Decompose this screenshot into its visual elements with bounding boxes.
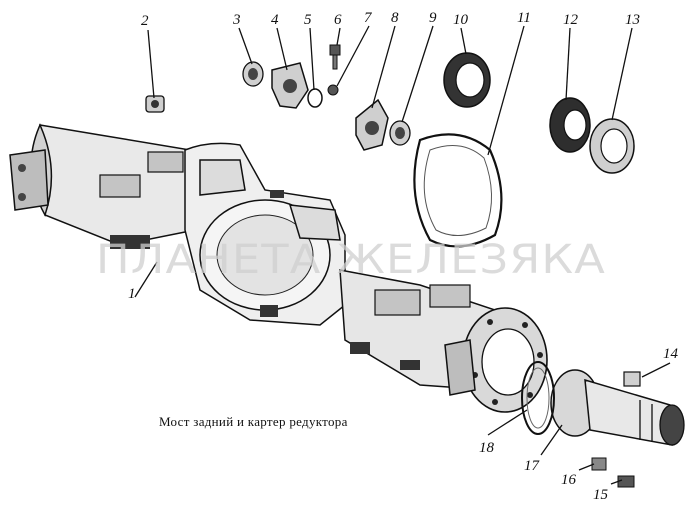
axle-housing — [9, 123, 548, 413]
callout-7: 7 — [364, 10, 373, 26]
callout-4: 4 — [271, 12, 279, 28]
bracket-8 — [355, 98, 389, 151]
bracket-4 — [271, 62, 309, 109]
gasket-18 — [521, 361, 555, 435]
callout-9: 9 — [429, 10, 437, 26]
callout-14: 14 — [663, 346, 679, 362]
callout-11: 11 — [517, 10, 531, 26]
callout-1: 1 — [128, 286, 136, 302]
lock-plate-16 — [591, 457, 607, 471]
callout-10: 10 — [453, 12, 469, 28]
washer-5 — [307, 88, 323, 108]
callout-6: 6 — [334, 12, 342, 28]
callout-18: 18 — [479, 440, 495, 456]
caption: Мост задний и картер редуктора — [159, 414, 348, 429]
callout-12: 12 — [563, 12, 579, 28]
nut-2 — [145, 95, 165, 113]
callout-8: 8 — [391, 10, 399, 26]
washer-14 — [623, 371, 641, 387]
watermark-text: ПЛАНЕТА ЖЕЛЕЗЯКА — [96, 237, 606, 283]
bearing-12 — [549, 97, 591, 153]
bolt-6 — [329, 44, 341, 70]
callout-15: 15 — [593, 487, 609, 503]
leader-lines — [134, 25, 671, 485]
callout-5: 5 — [304, 12, 312, 28]
gasket-11 — [413, 133, 503, 248]
callout-labels: 1 2 3 4 5 6 7 8 9 10 11 12 13 14 15 16 1… — [128, 10, 679, 503]
bushing-3 — [242, 61, 264, 87]
nipple-7 — [327, 84, 339, 96]
ring-13 — [589, 118, 635, 174]
callout-16: 16 — [561, 472, 577, 488]
axle-shaft-17 — [550, 369, 685, 446]
callout-3: 3 — [232, 12, 241, 28]
bolt-15 — [617, 475, 635, 488]
bushing-9 — [389, 120, 411, 146]
seal-10 — [443, 52, 491, 108]
callout-13: 13 — [625, 12, 640, 28]
callout-17: 17 — [524, 458, 541, 474]
callout-2: 2 — [141, 13, 149, 29]
